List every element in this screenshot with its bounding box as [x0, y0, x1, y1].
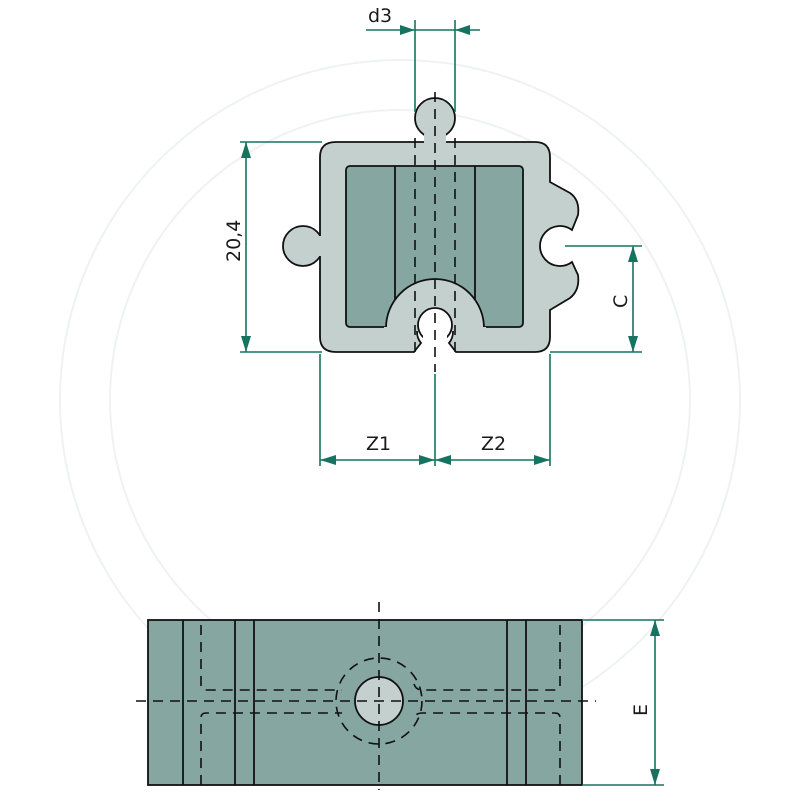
hidden-bore-circle — [335, 657, 423, 745]
dim-height-label: 20,4 — [223, 220, 245, 262]
dim-c-label: C — [610, 295, 632, 308]
side-view — [136, 602, 596, 790]
dim-d3-label: d3 — [368, 5, 392, 27]
dim-z2-label: Z2 — [481, 433, 506, 455]
top-view-profile — [282, 92, 580, 372]
dimension-height: 20,4 — [223, 141, 322, 353]
dimension-c: C — [550, 245, 642, 353]
dimension-d3: d3 — [366, 5, 480, 112]
dim-e-label: E — [630, 704, 652, 716]
dimension-z: Z1 Z2 — [319, 354, 551, 466]
dim-z1-label: Z1 — [366, 433, 391, 455]
dimension-e: E — [582, 619, 664, 786]
